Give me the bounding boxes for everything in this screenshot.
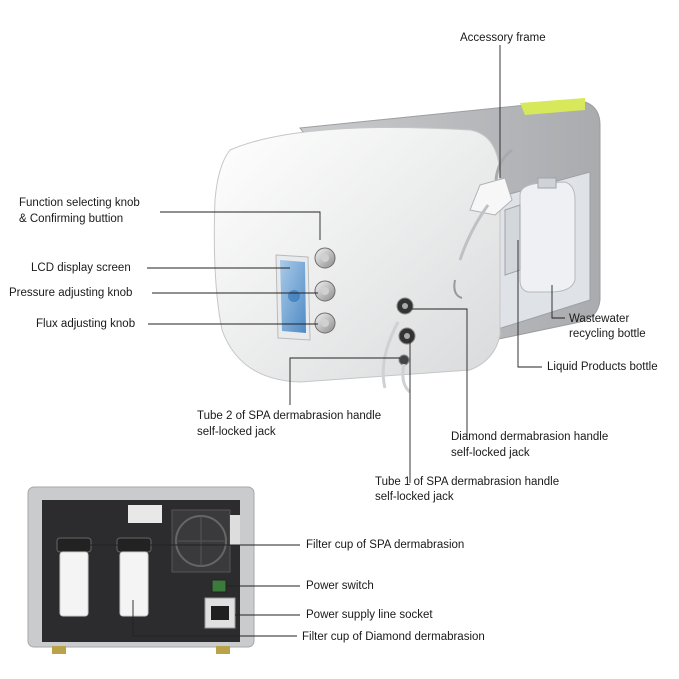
label-power-switch: Power switch [306, 580, 374, 592]
label-liquid-bottle: Liquid Products bottle [547, 361, 658, 373]
main-unit [213, 98, 601, 394]
label-flux-knob: Flux adjusting knob [36, 318, 136, 330]
label-filter-diamond: Filter cup of Diamond dermabrasion [302, 631, 485, 643]
label-function-knob-1: Function selecting knob [19, 197, 140, 209]
label-tube1-2: self-locked jack [375, 491, 454, 503]
label-lcd-screen: LCD display screen [31, 262, 131, 274]
power-socket-icon [204, 597, 236, 629]
accessory-frame-icon [469, 177, 513, 216]
sticker-icon [520, 98, 585, 115]
power-switch-icon [211, 579, 227, 593]
liquid-bottle-icon [504, 204, 521, 276]
filter-cup-spa-icon [56, 537, 92, 553]
label-diamond-jack-2: self-locked jack [451, 447, 530, 459]
label-power-socket: Power supply line socket [306, 609, 433, 621]
label-function-knob-2: & Confirming buttion [19, 213, 124, 225]
label-tube2-1: Tube 2 of SPA dermabrasion handle [197, 410, 382, 422]
label-filter-spa: Filter cup of SPA dermabrasion [306, 539, 465, 551]
label-tube2-2: self-locked jack [197, 426, 276, 438]
back-unit [27, 486, 255, 654]
label-wastewater-2: recycling bottle [569, 328, 646, 340]
label-accessory-frame: Accessory frame [460, 32, 546, 44]
label-diamond-jack-1: Diamond dermabrasion handle [451, 431, 609, 443]
label-tube1-1: Tube 1 of SPA dermabrasion handle [375, 476, 560, 488]
tube2-jack-icon [398, 354, 410, 366]
leader-lines [90, 45, 565, 637]
wastewater-bottle-icon [519, 181, 576, 293]
nameplate-icon [128, 505, 162, 523]
label-pressure-knob: Pressure adjusting knob [9, 287, 133, 299]
label-wastewater-1: Wastewater [569, 313, 630, 325]
